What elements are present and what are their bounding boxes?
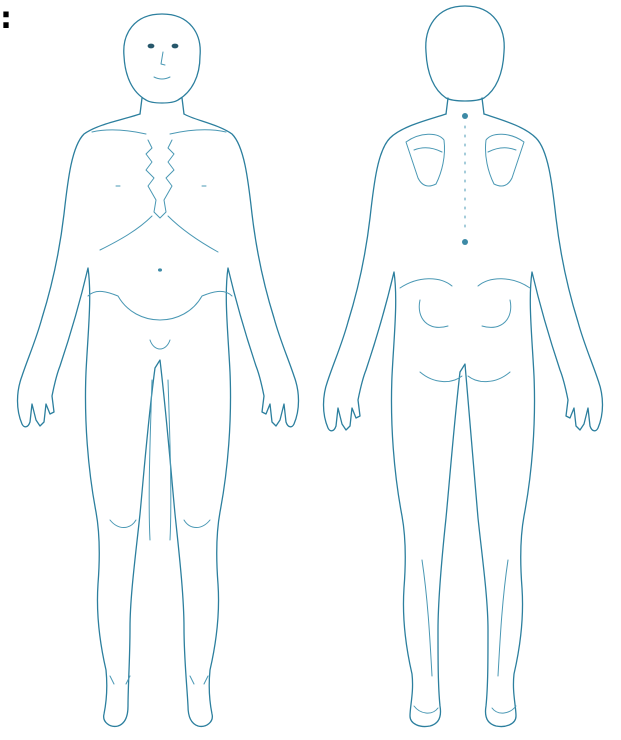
body-back-figure: [310, 0, 620, 740]
front-navel: [158, 268, 162, 271]
front-ribcage-line: [100, 216, 218, 252]
front-groin: [150, 340, 170, 349]
back-scapula-ridges: [414, 148, 516, 152]
back-right-scapula: [485, 134, 524, 186]
front-inner-legs: [149, 380, 171, 540]
back-lumbar-line: [400, 279, 530, 288]
back-head-outline: [426, 6, 504, 101]
front-mouth: [154, 77, 170, 79]
front-right-eye: [172, 44, 179, 49]
front-body-outline: [18, 114, 299, 726]
back-buttocks: [419, 300, 511, 327]
back-left-scapula: [406, 134, 445, 186]
back-body-outline: [324, 114, 603, 727]
back-heels: [414, 706, 516, 713]
front-knees: [110, 520, 210, 528]
front-sternum-ribs: [146, 140, 174, 218]
back-calves: [422, 560, 508, 676]
front-nose: [161, 52, 165, 65]
back-gluteal-fold: [420, 372, 510, 382]
body-front-figure: [0, 0, 310, 740]
front-clavicles: [92, 130, 226, 134]
front-left-eye: [148, 44, 155, 49]
back-spine-l4: [462, 239, 468, 245]
front-hip-line: [88, 291, 232, 320]
back-spine-c7: [462, 113, 468, 119]
front-ankles: [110, 676, 208, 684]
